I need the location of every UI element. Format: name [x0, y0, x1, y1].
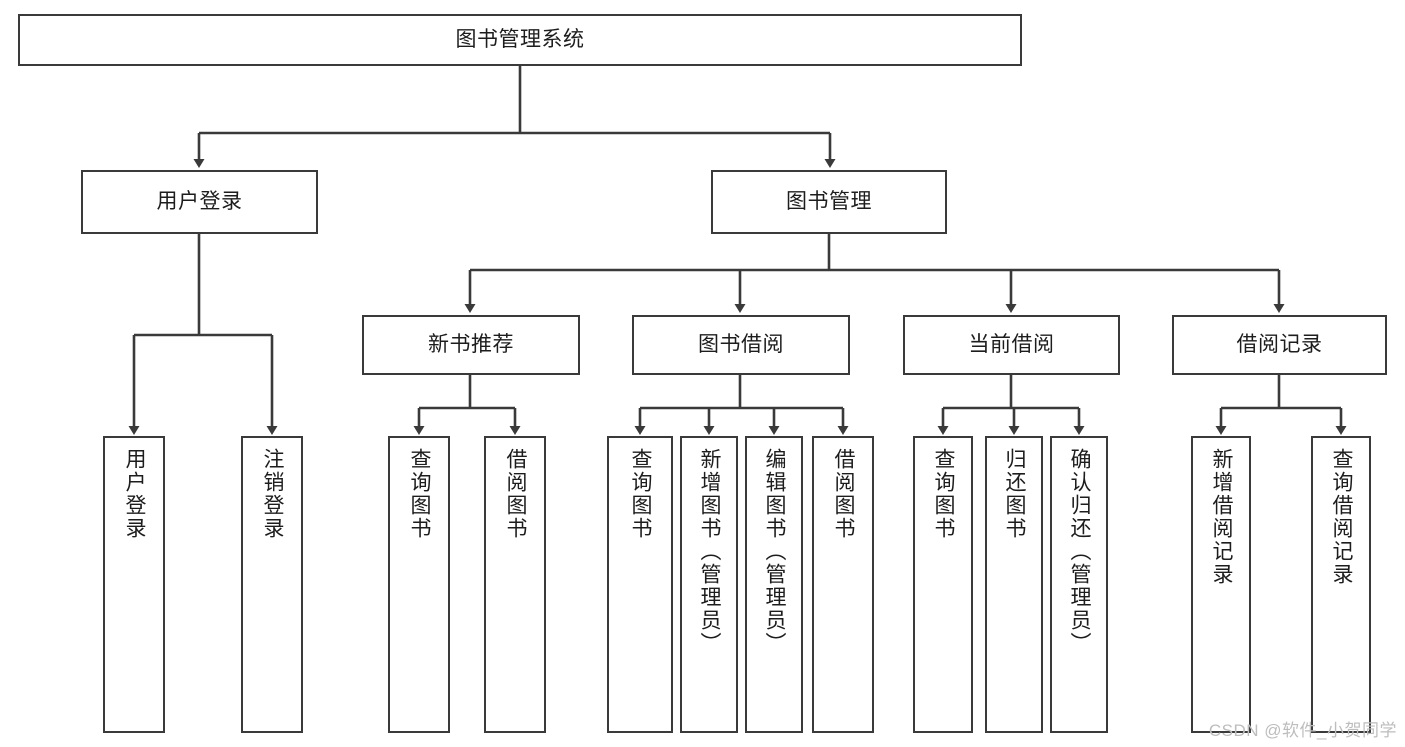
- node-root-system[interactable]: 图书管理系统: [18, 14, 1022, 66]
- node-new-book-recommend[interactable]: 新书推荐: [362, 315, 580, 375]
- node-leaf-user-login[interactable]: 用户登录: [103, 436, 165, 733]
- node-leaf-add-book-admin[interactable]: 新增图书（管理员）: [680, 436, 738, 733]
- node-leaf-confirm-return-admin[interactable]: 确认归还（管理员）: [1050, 436, 1108, 733]
- node-label: 新增借阅记录: [1210, 448, 1234, 586]
- node-label: 用户登录: [156, 190, 243, 214]
- node-label: 用户登录: [123, 448, 147, 540]
- node-leaf-logout[interactable]: 注销登录: [241, 436, 303, 733]
- node-label: 新书推荐: [428, 333, 514, 357]
- node-book-management[interactable]: 图书管理: [711, 170, 947, 234]
- node-label: 确认归还（管理员）: [1068, 448, 1092, 655]
- node-label: 编辑图书（管理员）: [763, 448, 787, 655]
- node-label: 查询借阅记录: [1330, 448, 1354, 586]
- node-label: 新增图书（管理员）: [698, 448, 722, 655]
- node-label: 借阅记录: [1236, 333, 1323, 357]
- node-label: 注销登录: [261, 448, 285, 540]
- node-leaf-query-book-borrow[interactable]: 查询图书: [607, 436, 673, 733]
- node-label: 查询图书: [629, 448, 653, 540]
- node-label: 图书管理系统: [455, 28, 585, 52]
- node-label: 图书借阅: [698, 333, 784, 357]
- node-label: 图书管理: [786, 190, 872, 214]
- node-leaf-query-book-recommend[interactable]: 查询图书: [388, 436, 450, 733]
- node-label: 查询图书: [932, 448, 956, 540]
- node-leaf-add-borrow-record[interactable]: 新增借阅记录: [1191, 436, 1251, 733]
- node-label: 查询图书: [408, 448, 432, 540]
- node-leaf-edit-book-admin[interactable]: 编辑图书（管理员）: [745, 436, 803, 733]
- node-label: 归还图书: [1003, 448, 1027, 540]
- node-label: 当前借阅: [968, 333, 1055, 357]
- node-label: 借阅图书: [832, 448, 856, 540]
- watermark: CSDN @软件_小贺同学: [1208, 721, 1397, 740]
- node-current-borrow[interactable]: 当前借阅: [903, 315, 1120, 375]
- node-leaf-query-borrow-record[interactable]: 查询借阅记录: [1311, 436, 1371, 733]
- node-leaf-borrow-book-recommend[interactable]: 借阅图书: [484, 436, 546, 733]
- node-book-borrow[interactable]: 图书借阅: [632, 315, 850, 375]
- node-user-login[interactable]: 用户登录: [81, 170, 318, 234]
- node-borrow-record[interactable]: 借阅记录: [1172, 315, 1387, 375]
- node-label: 借阅图书: [504, 448, 528, 540]
- node-leaf-query-book-current[interactable]: 查询图书: [913, 436, 973, 733]
- node-leaf-return-book[interactable]: 归还图书: [985, 436, 1043, 733]
- node-leaf-borrow-book[interactable]: 借阅图书: [812, 436, 874, 733]
